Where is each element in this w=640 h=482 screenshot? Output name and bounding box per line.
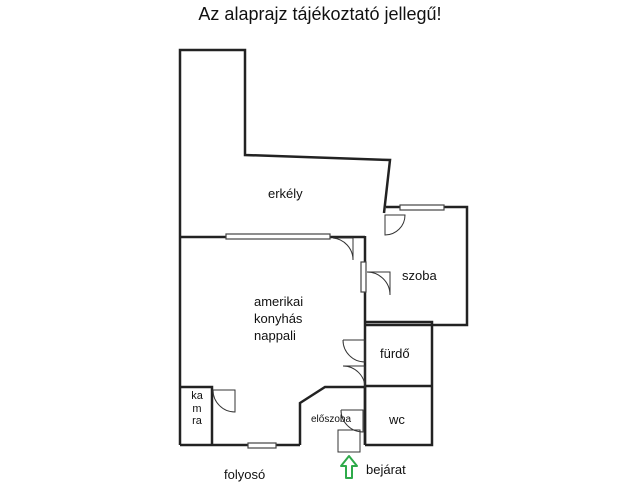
room-label-kamra: kamra xyxy=(191,390,203,427)
room-label-erkely: erkély xyxy=(268,186,303,201)
room-label-nappali: amerikai konyhás nappali xyxy=(254,294,304,343)
window-folyoso xyxy=(247,442,277,449)
door-kamra xyxy=(212,389,236,413)
room-label-eloszoba: előszoba xyxy=(311,414,352,425)
door-szoba-top xyxy=(384,214,406,236)
entrance-arrow-icon xyxy=(340,455,358,479)
door-erkely xyxy=(332,237,354,261)
window-erkely xyxy=(225,233,331,240)
window-szoba xyxy=(399,204,445,211)
page-title: Az alaprajz tájékoztató jellegű! xyxy=(198,4,442,24)
wall-eloszoba xyxy=(298,385,365,445)
windows xyxy=(225,204,445,449)
room-label-wc: wc xyxy=(389,412,405,427)
room-label-furdo: fürdő xyxy=(380,346,410,361)
door-bejarat xyxy=(337,429,361,453)
door-wc xyxy=(342,365,366,389)
door-furdo xyxy=(342,339,366,363)
walls xyxy=(178,48,469,447)
label-bejarat: bejárat xyxy=(366,462,406,477)
room-label-szoba: szoba xyxy=(402,268,437,283)
outer-wall-west-north xyxy=(178,48,392,445)
wall-furdo-wc xyxy=(365,320,434,447)
window-furdo-side xyxy=(360,261,367,293)
doors xyxy=(212,214,406,453)
kamra-walls xyxy=(180,385,214,445)
room-wall-szoba xyxy=(365,205,469,327)
label-folyoso: folyosó xyxy=(224,467,266,482)
door-eloszoba-inner xyxy=(340,409,364,433)
door-szoba xyxy=(366,271,391,296)
